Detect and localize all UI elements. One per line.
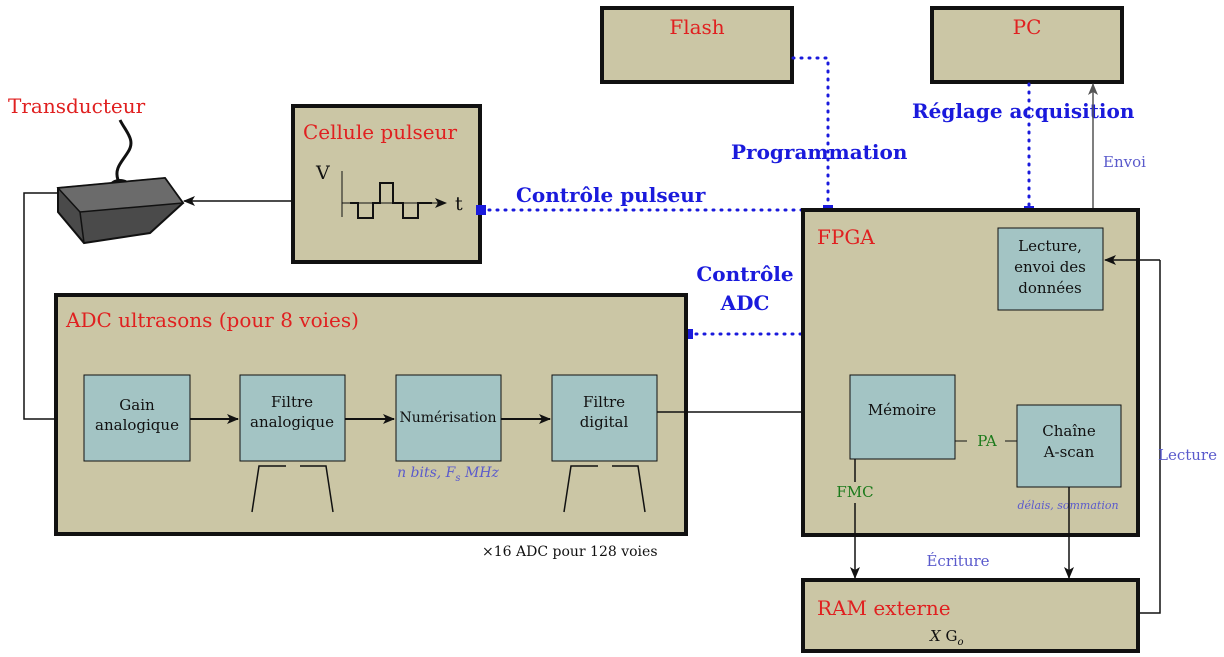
fpga-block: FPGA Lecture, envoi des données Mémoire … bbox=[801, 208, 1140, 537]
chaine-ascan-block: Chaîne A-scan bbox=[1016, 404, 1122, 488]
numerisation-label: Numérisation bbox=[399, 410, 496, 426]
gain-label-1: Gain bbox=[119, 396, 155, 414]
adc-title: ADC ultrasons (pour 8 voies) bbox=[65, 308, 359, 332]
adc-count-note: ×16 ADC pour 128 voies bbox=[482, 544, 658, 560]
filtre-digital-block: Filtre digital bbox=[551, 374, 658, 513]
chaine-label-1: Chaîne bbox=[1042, 422, 1096, 440]
lecture-loop-line bbox=[1138, 260, 1161, 614]
filtre-dig-label-2: digital bbox=[580, 413, 629, 431]
bandpass-icon bbox=[251, 465, 334, 513]
controle-adc-text-2: ADC bbox=[720, 291, 770, 315]
ram-externe-block: RAM externe X Go bbox=[801, 578, 1140, 653]
envoi-label: Envoi bbox=[1103, 153, 1146, 171]
axis-t-label: t bbox=[455, 193, 463, 215]
ram-size: X Go bbox=[929, 627, 963, 648]
ecriture-label: Écriture bbox=[926, 552, 989, 570]
gain-block: Gain analogique bbox=[83, 374, 191, 462]
flash-block: Flash bbox=[600, 6, 794, 84]
transducteur-label: Transducteur bbox=[8, 94, 146, 118]
lecture-envoi-label-2: envoi des bbox=[1014, 258, 1086, 276]
programmation-text: Programmation bbox=[731, 140, 908, 164]
ram-title: RAM externe bbox=[817, 596, 951, 620]
flash-label: Flash bbox=[669, 15, 724, 39]
pc-label: PC bbox=[1013, 15, 1042, 39]
lecture-envoi-block: Lecture, envoi des données bbox=[997, 227, 1104, 311]
fmc-label: FMC bbox=[836, 483, 873, 501]
filtre-dig-label-1: Filtre bbox=[583, 393, 625, 411]
cellule-pulseur-label: Cellule pulseur bbox=[303, 120, 457, 144]
bandpass-icon bbox=[563, 465, 646, 513]
pc-block: PC bbox=[930, 6, 1124, 84]
gain-label-2: analogique bbox=[95, 416, 179, 434]
adc-block: ADC ultrasons (pour 8 voies) Gain analog… bbox=[54, 293, 688, 536]
programmation-line bbox=[791, 56, 830, 212]
memoire-block: Mémoire bbox=[849, 374, 956, 460]
controle-adc-text-1: Contrôle bbox=[696, 262, 793, 286]
pulse-waveform bbox=[350, 182, 432, 219]
filtre-ana-label-1: Filtre bbox=[271, 393, 313, 411]
cellule-pulseur-block: Cellule pulseur V t bbox=[291, 104, 482, 264]
reglage-acquisition-text: Réglage acquisition bbox=[912, 99, 1135, 123]
chaine-note: délais, sommation bbox=[1017, 499, 1118, 512]
axis-v-label: V bbox=[315, 162, 330, 184]
controle-pulseur-text: Contrôle pulseur bbox=[516, 183, 706, 207]
lecture-label: Lecture bbox=[1158, 446, 1217, 464]
pa-label: PA bbox=[977, 432, 997, 450]
numerisation-note: n bits, Fs MHz bbox=[397, 465, 499, 484]
numerisation-block: Numérisation n bits, Fs MHz bbox=[395, 374, 502, 484]
transducer-icon bbox=[56, 119, 185, 245]
lecture-envoi-label-1: Lecture, bbox=[1018, 237, 1082, 255]
fpga-label: FPGA bbox=[817, 225, 875, 249]
chaine-label-2: A-scan bbox=[1043, 443, 1095, 461]
memoire-label: Mémoire bbox=[868, 401, 936, 419]
lecture-envoi-label-3: données bbox=[1018, 279, 1081, 297]
filtre-analogique-block: Filtre analogique bbox=[239, 374, 346, 513]
pulser-port bbox=[476, 205, 486, 215]
filtre-ana-label-2: analogique bbox=[250, 413, 334, 431]
